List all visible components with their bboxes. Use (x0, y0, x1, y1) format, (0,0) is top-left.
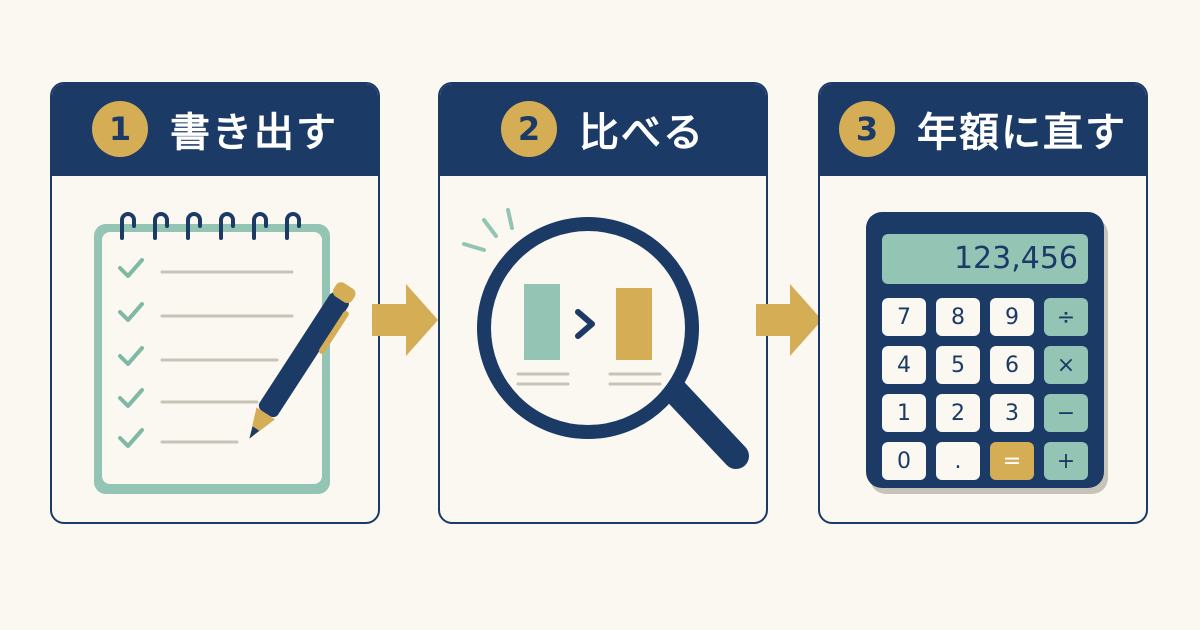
step-header-1: 1 書き出す (52, 84, 378, 176)
arrow-right-icon (372, 284, 438, 356)
calc-key-2[interactable]: 2 (936, 394, 980, 432)
comparison-bars-icon (516, 284, 662, 386)
step-header-2: 2 比べる (440, 84, 766, 176)
step-illustration-2 (440, 176, 766, 522)
step-title-3: 年額に直す (917, 110, 1127, 156)
step-number-2: 2 (501, 101, 557, 157)
step-illustration-3: 123,456 7 8 9 ÷ 4 5 6 × 1 2 3 − 0 . = + (820, 176, 1146, 522)
calc-key-plus[interactable]: + (1044, 442, 1088, 480)
step-card-2: 2 比べる (438, 82, 768, 524)
magnifier-icon (462, 208, 749, 469)
calc-key-5[interactable]: 5 (936, 346, 980, 384)
calc-key-equals[interactable]: = (990, 442, 1034, 480)
calc-key-1[interactable]: 1 (882, 394, 926, 432)
notepad-checklist-icon (94, 212, 356, 494)
calc-key-7[interactable]: 7 (882, 298, 926, 336)
calc-key-divide[interactable]: ÷ (1044, 298, 1088, 336)
calc-key-3[interactable]: 3 (990, 394, 1034, 432)
calc-key-dot[interactable]: . (936, 442, 980, 480)
calc-key-8[interactable]: 8 (936, 298, 980, 336)
step-number-1: 1 (92, 101, 148, 157)
step-number-3: 3 (839, 101, 895, 157)
pen-icon (249, 282, 356, 439)
calc-key-6[interactable]: 6 (990, 346, 1034, 384)
calc-key-0[interactable]: 0 (882, 442, 926, 480)
step-card-1: 1 書き出す (50, 82, 380, 524)
step-title-1: 書き出す (170, 110, 338, 156)
step-title-2: 比べる (579, 110, 705, 156)
calculator-display: 123,456 (882, 234, 1088, 284)
step-header-3: 3 年額に直す (820, 84, 1146, 176)
calc-key-multiply[interactable]: × (1044, 346, 1088, 384)
calc-key-9[interactable]: 9 (990, 298, 1034, 336)
calc-key-4[interactable]: 4 (882, 346, 926, 384)
calc-key-minus[interactable]: − (1044, 394, 1088, 432)
step-illustration-1 (52, 176, 378, 522)
arrow-right-icon (756, 284, 822, 356)
step-card-3: 3 年額に直す 123,456 7 8 9 ÷ 4 5 6 × 1 2 3 − … (818, 82, 1148, 524)
calculator-icon (866, 212, 1108, 494)
